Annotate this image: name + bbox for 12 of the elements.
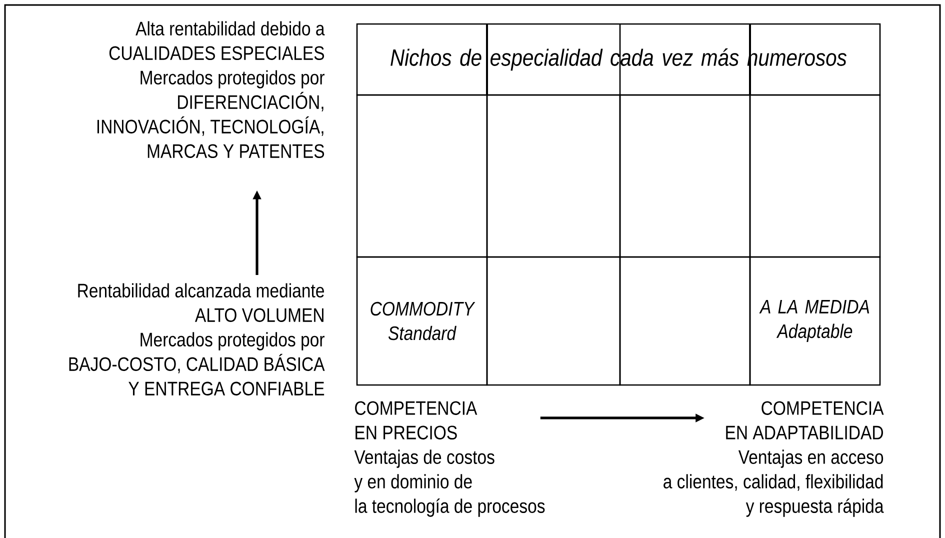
grid-cell bbox=[486, 94, 621, 258]
annotation-text: Alta rentabilidad debido a CUALIDADES ESPECIALES Mercados protegidos por DIFERENCIACIÓN, INNOVACIÓN, TECNOLOGÍA, MARCAS Y PATENTES bbox=[97, 21, 325, 158]
grid-cell bbox=[486, 256, 621, 386]
annotation-text: Rentabilidad alcanzada mediante ALTO VOLUMEN Mercados protegidos por BAJO-COSTO, CALIDAD BÁSICA Y ENTREGA CONFIABLE bbox=[69, 283, 325, 396]
grid-cell bbox=[356, 94, 488, 258]
grid-cell: COMMODITY Standard bbox=[356, 256, 488, 386]
grid-cell: A LA MEDIDA Adaptable bbox=[749, 256, 881, 386]
grid-cell bbox=[619, 256, 751, 386]
annotation-text: COMPETENCIA EN PRECIOS Ventajas de costos y en dominio de la tecnología de procesos bbox=[354, 401, 545, 517]
grid-cell bbox=[619, 94, 751, 258]
annotation-text: COMPETENCIA EN ADAPTABILIDAD Ventajas en acceso a clientes, calidad, flexibilidad y respuesta rápida bbox=[664, 401, 884, 517]
grid-cell bbox=[749, 94, 881, 258]
